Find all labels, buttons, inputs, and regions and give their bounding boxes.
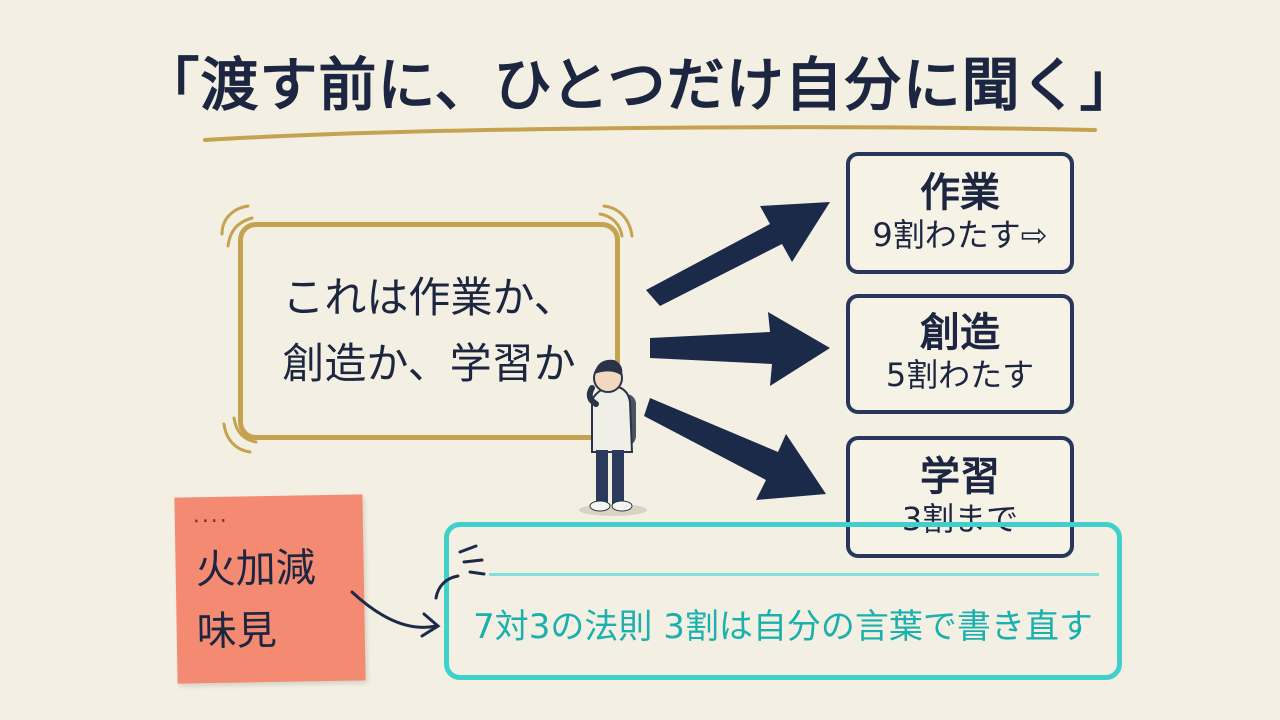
question-box: これは作業か、 創造か、学習か	[238, 222, 620, 440]
person-figure	[579, 359, 647, 516]
arrow-to-learning	[644, 398, 826, 500]
arrow-to-creation	[650, 312, 830, 386]
category-box-learning: 学習 3割まで	[846, 436, 1074, 558]
sparkle-icon	[458, 544, 486, 576]
arrow-to-work	[646, 202, 830, 306]
question-line-1: これは作業か、	[282, 273, 576, 322]
rule-pointer	[434, 574, 460, 600]
category-box-creation: 創造 5割わたす	[846, 294, 1074, 414]
category-name: 創造	[920, 310, 1000, 356]
rule-box: 7対3の法則 3割は自分の言葉で書き直す	[444, 522, 1122, 680]
category-name: 作業	[920, 170, 1000, 216]
sketch-marks	[220, 204, 634, 454]
question-line-2: 創造か、学習か	[282, 339, 576, 388]
rule-divider	[489, 573, 1099, 576]
title-underline	[203, 125, 1097, 142]
category-ratio: 5割わたす	[885, 356, 1035, 394]
category-box-work: 作業 9割わたす⇨	[846, 152, 1074, 274]
category-ratio: 9割わたす⇨	[872, 216, 1048, 254]
page-title: 「渡す前に、ひとつだけ自分に聞く」	[141, 51, 1139, 119]
category-ratio: 3割まで	[901, 500, 1019, 538]
connector-arrow	[350, 590, 438, 629]
rule-text: 7対3の法則 3割は自分の言葉で書き直す	[473, 607, 1093, 647]
category-name: 学習	[920, 454, 1000, 500]
question-text: これは作業か、 創造か、学習か	[282, 265, 575, 397]
